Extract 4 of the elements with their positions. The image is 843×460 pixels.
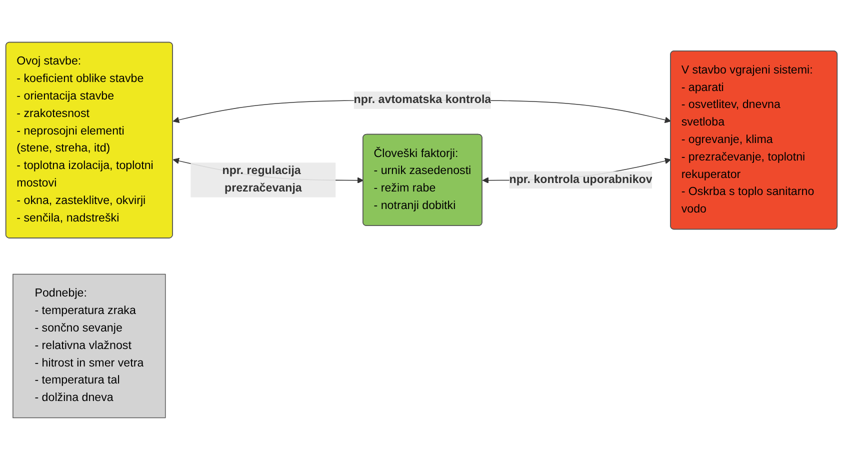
node-box: Podnebje: - temperatura zraka - sončno sevanje - relativna vlažnost - hitrost in smer vetra - temperatura tal - dolžina dneva <box>12 274 166 418</box>
edge-label: npr. regulacija prezračevanja <box>222 164 302 194</box>
edge-label: npr. avtomatska kontrola <box>354 94 492 106</box>
edge-label: npr. kontrola uporabnikov <box>509 173 652 186</box>
